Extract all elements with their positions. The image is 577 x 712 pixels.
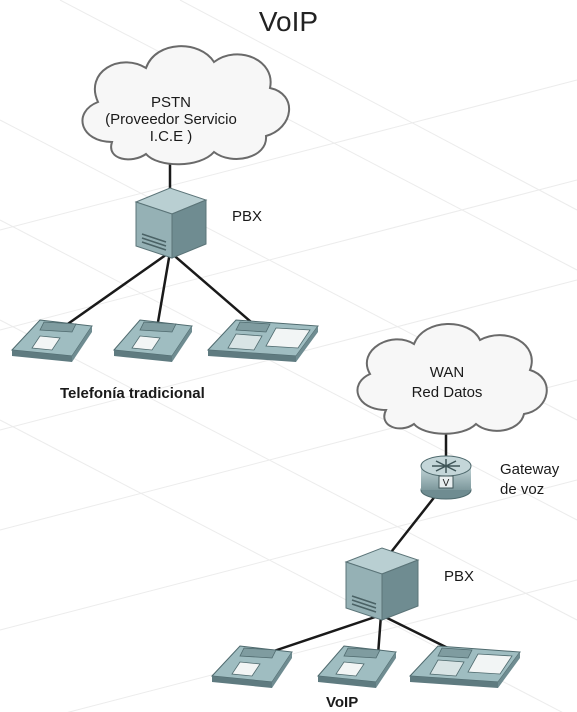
phone-traditional-1	[10, 319, 93, 362]
pbx-top-device	[134, 187, 208, 259]
link-gateway-pbx	[386, 488, 442, 558]
pbx-bottom-device	[344, 547, 420, 621]
link-pbx2-phone-2	[376, 613, 383, 657]
diagram-title: VoIP	[258, 6, 319, 37]
pstn-label-line-3: I.C.E )	[149, 128, 193, 145]
wan-cloud	[356, 323, 548, 435]
pstn-cloud	[81, 45, 290, 166]
phone-traditional-2	[112, 319, 193, 362]
link-pbx-phone-1	[60, 250, 172, 330]
pstn-label-line-1: PSTN	[150, 94, 191, 111]
link-pbx-phone-2	[155, 250, 172, 330]
voice-gateway-router: V	[420, 455, 472, 500]
phone-voip-1	[210, 645, 293, 688]
voip-caption: VoIP	[326, 694, 359, 711]
gateway-label: Gateway de voz	[500, 460, 576, 500]
phone-voip-2	[316, 645, 397, 688]
link-pbx-phone-3	[168, 250, 260, 330]
links	[60, 158, 464, 657]
pbx-top-label: PBX	[232, 208, 263, 225]
wan-label-line-1: WAN	[429, 364, 465, 381]
gateway-label-line-2: de voz	[500, 481, 545, 498]
phone-traditional-3	[206, 319, 319, 362]
gateway-voice-badge: V	[443, 478, 450, 489]
wan-label: WAN Red Datos	[392, 364, 502, 401]
gateway-label-line-1: Gateway	[500, 461, 560, 478]
pbx-bottom-label: PBX	[444, 568, 475, 585]
traditional-telephony-caption: Telefonía tradicional	[60, 385, 205, 402]
pstn-label: PSTN (Proveedor Servicio I.C.E )	[96, 94, 246, 145]
wan-label-line-2: Red Datos	[411, 384, 483, 401]
phone-voip-3	[408, 645, 521, 688]
pstn-label-line-2: (Proveedor Servicio	[105, 111, 237, 128]
gateway-voice-badge-box	[438, 475, 454, 489]
link-pbx2-phone-1	[260, 613, 383, 657]
